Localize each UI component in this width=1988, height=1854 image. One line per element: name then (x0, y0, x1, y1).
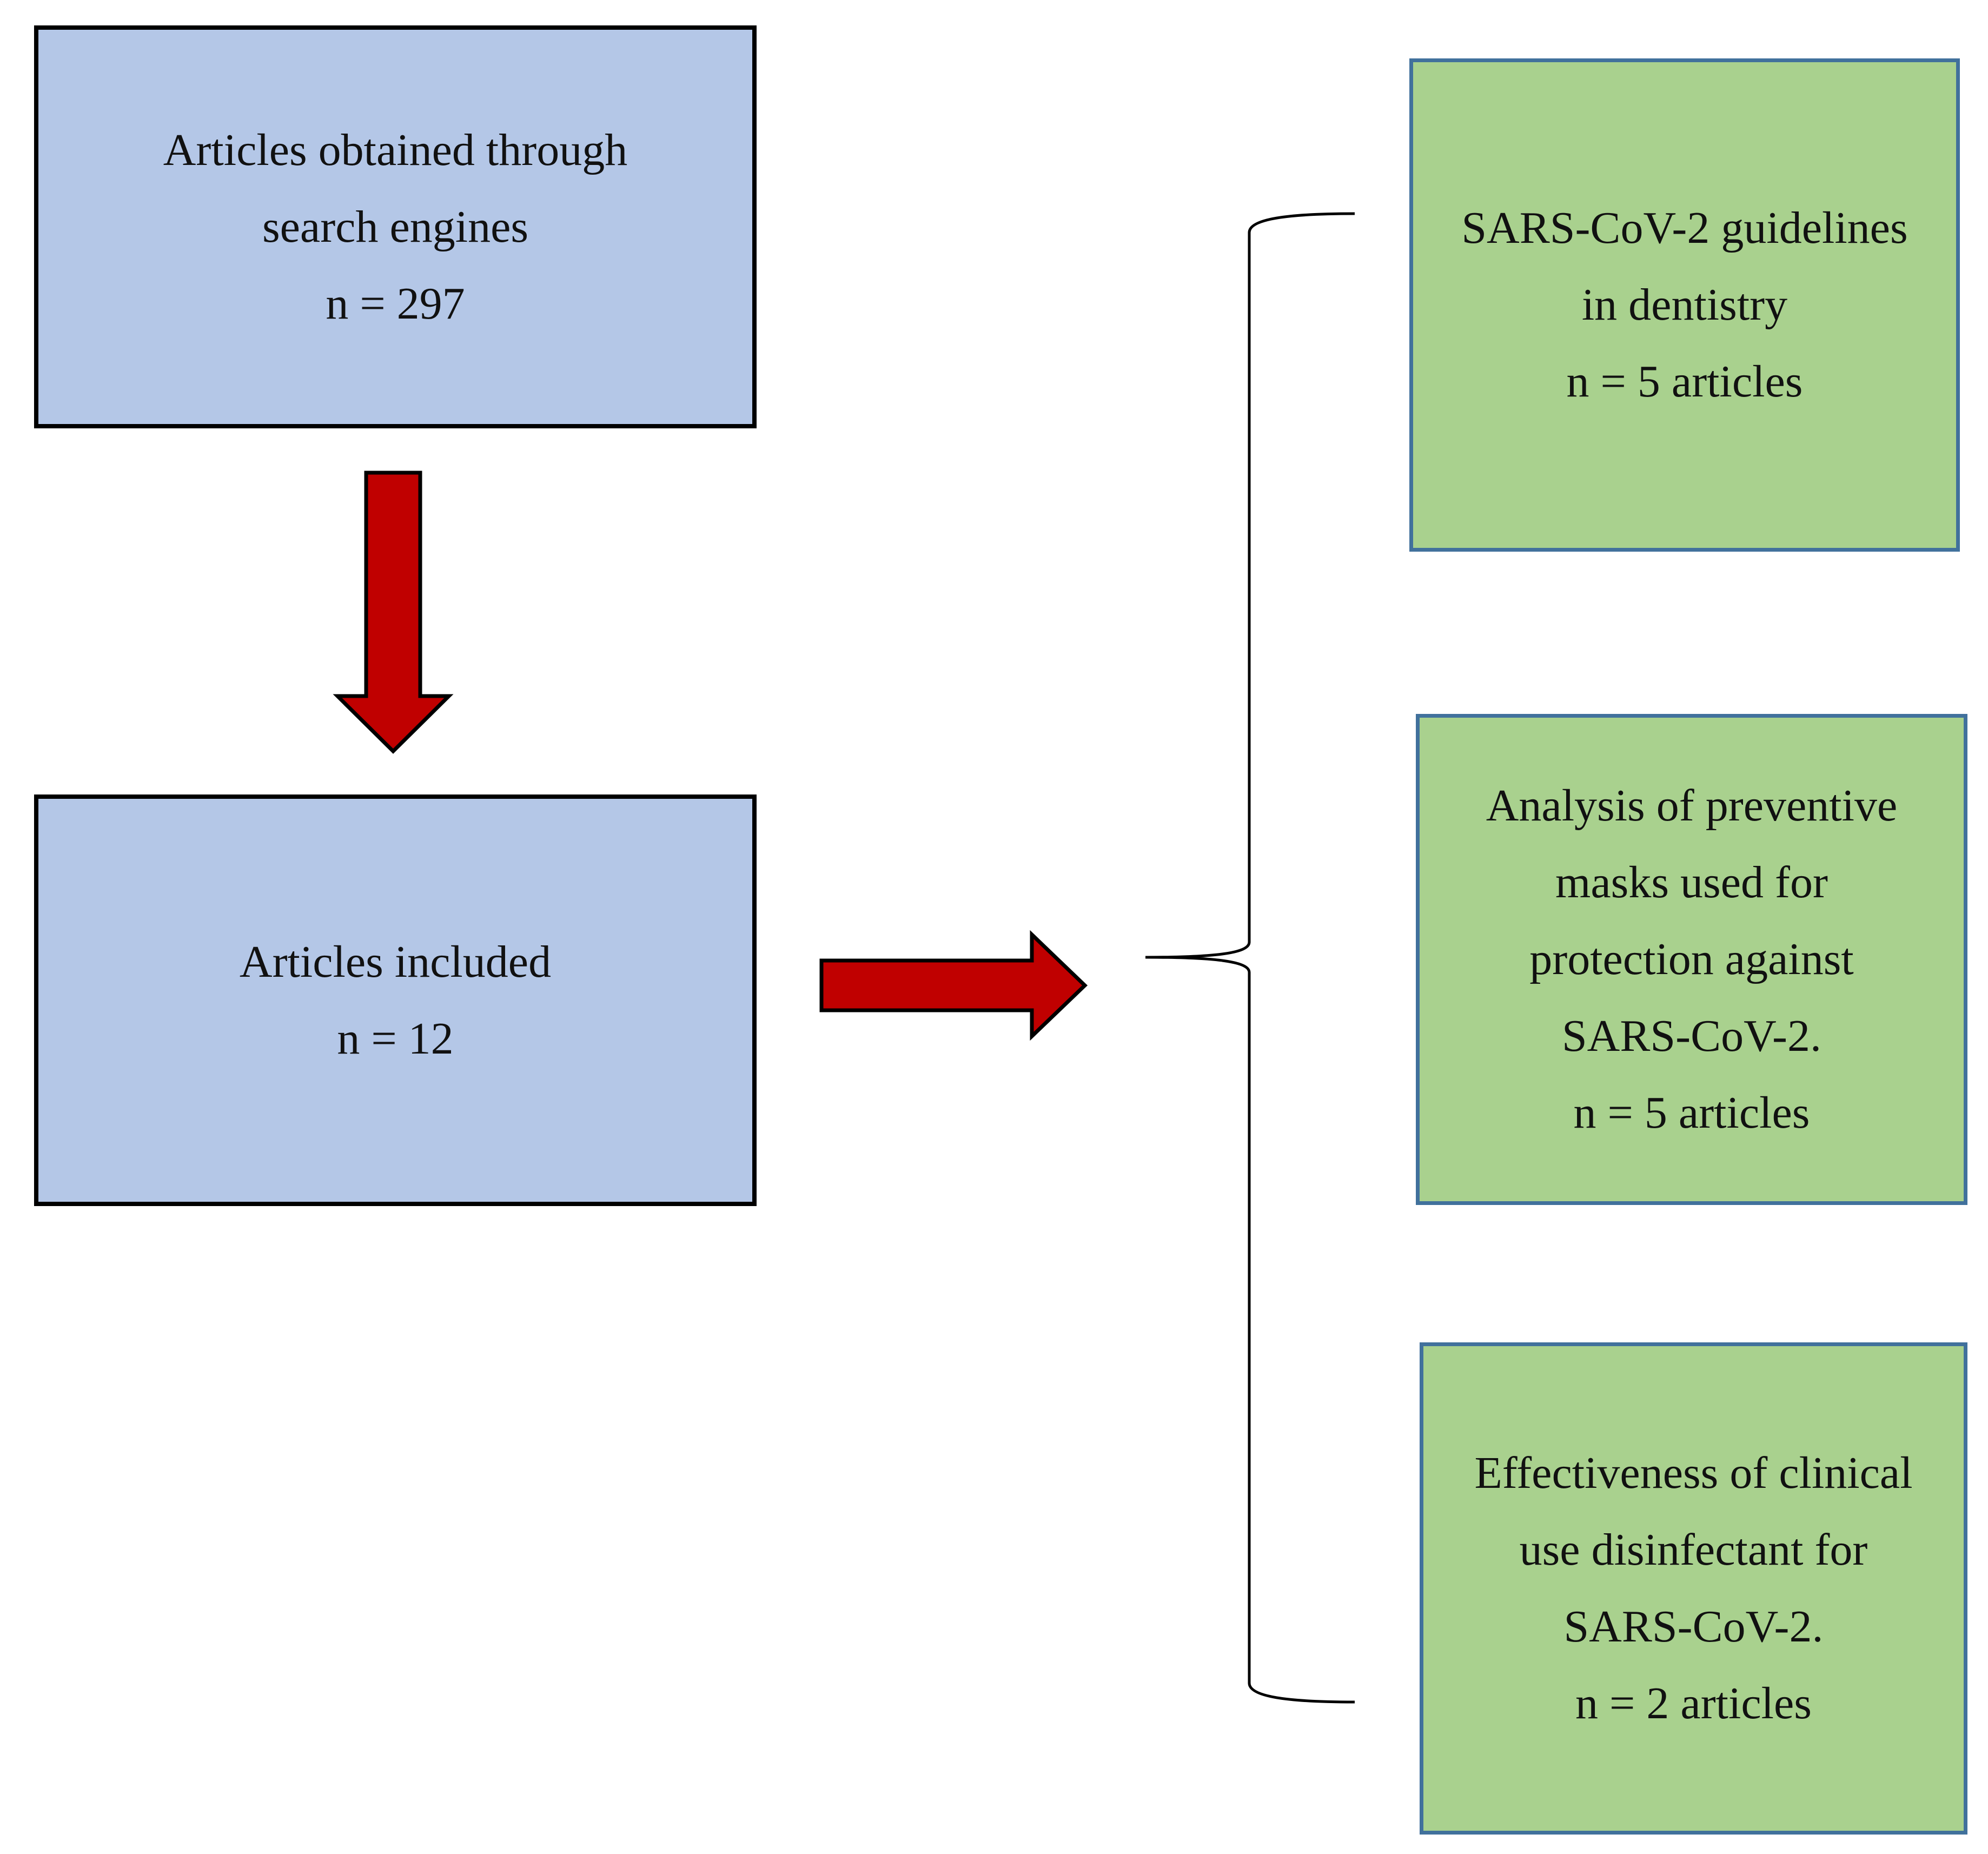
box-guidelines: SARS-CoV-2 guidelines in dentistry n = 5… (1409, 58, 1960, 552)
box-masks-count: n = 5 articles (1573, 1088, 1810, 1138)
box-search-results: Articles obtained through search engines… (34, 25, 757, 428)
box-articles-included-line-1: Articles included (239, 936, 552, 987)
box-guidelines-count: n = 5 articles (1566, 356, 1803, 407)
box-guidelines-line-1: SARS-CoV-2 guidelines (1461, 203, 1908, 253)
box-disinfectant-line-2: use disinfectant for (1519, 1525, 1868, 1575)
box-masks-line-1: Analysis of preventive (1486, 780, 1898, 831)
box-masks-line-2: masks used for (1555, 857, 1828, 908)
box-disinfectant: Effectiveness of clinical use disinfecta… (1420, 1342, 1967, 1835)
right-arrow (819, 930, 1088, 1041)
box-masks-line-3: protection against (1529, 934, 1854, 984)
down-arrow (333, 471, 454, 754)
box-masks: Analysis of preventive masks used for pr… (1416, 714, 1967, 1205)
box-articles-included: Articles included n = 12 (34, 794, 757, 1206)
box-disinfectant-count: n = 2 articles (1575, 1678, 1812, 1729)
box-masks-line-4: SARS-CoV-2. (1561, 1011, 1822, 1061)
box-disinfectant-line-1: Effectiveness of clinical (1474, 1448, 1913, 1498)
box-search-results-count: n = 297 (326, 278, 465, 329)
curly-brace (1145, 212, 1355, 1704)
box-disinfectant-line-3: SARS-CoV-2. (1563, 1601, 1824, 1652)
box-search-results-line-1: Articles obtained through (163, 124, 628, 175)
box-guidelines-line-2: in dentistry (1581, 280, 1788, 330)
box-search-results-line-2: search engines (262, 201, 529, 252)
box-articles-included-count: n = 12 (337, 1013, 454, 1064)
